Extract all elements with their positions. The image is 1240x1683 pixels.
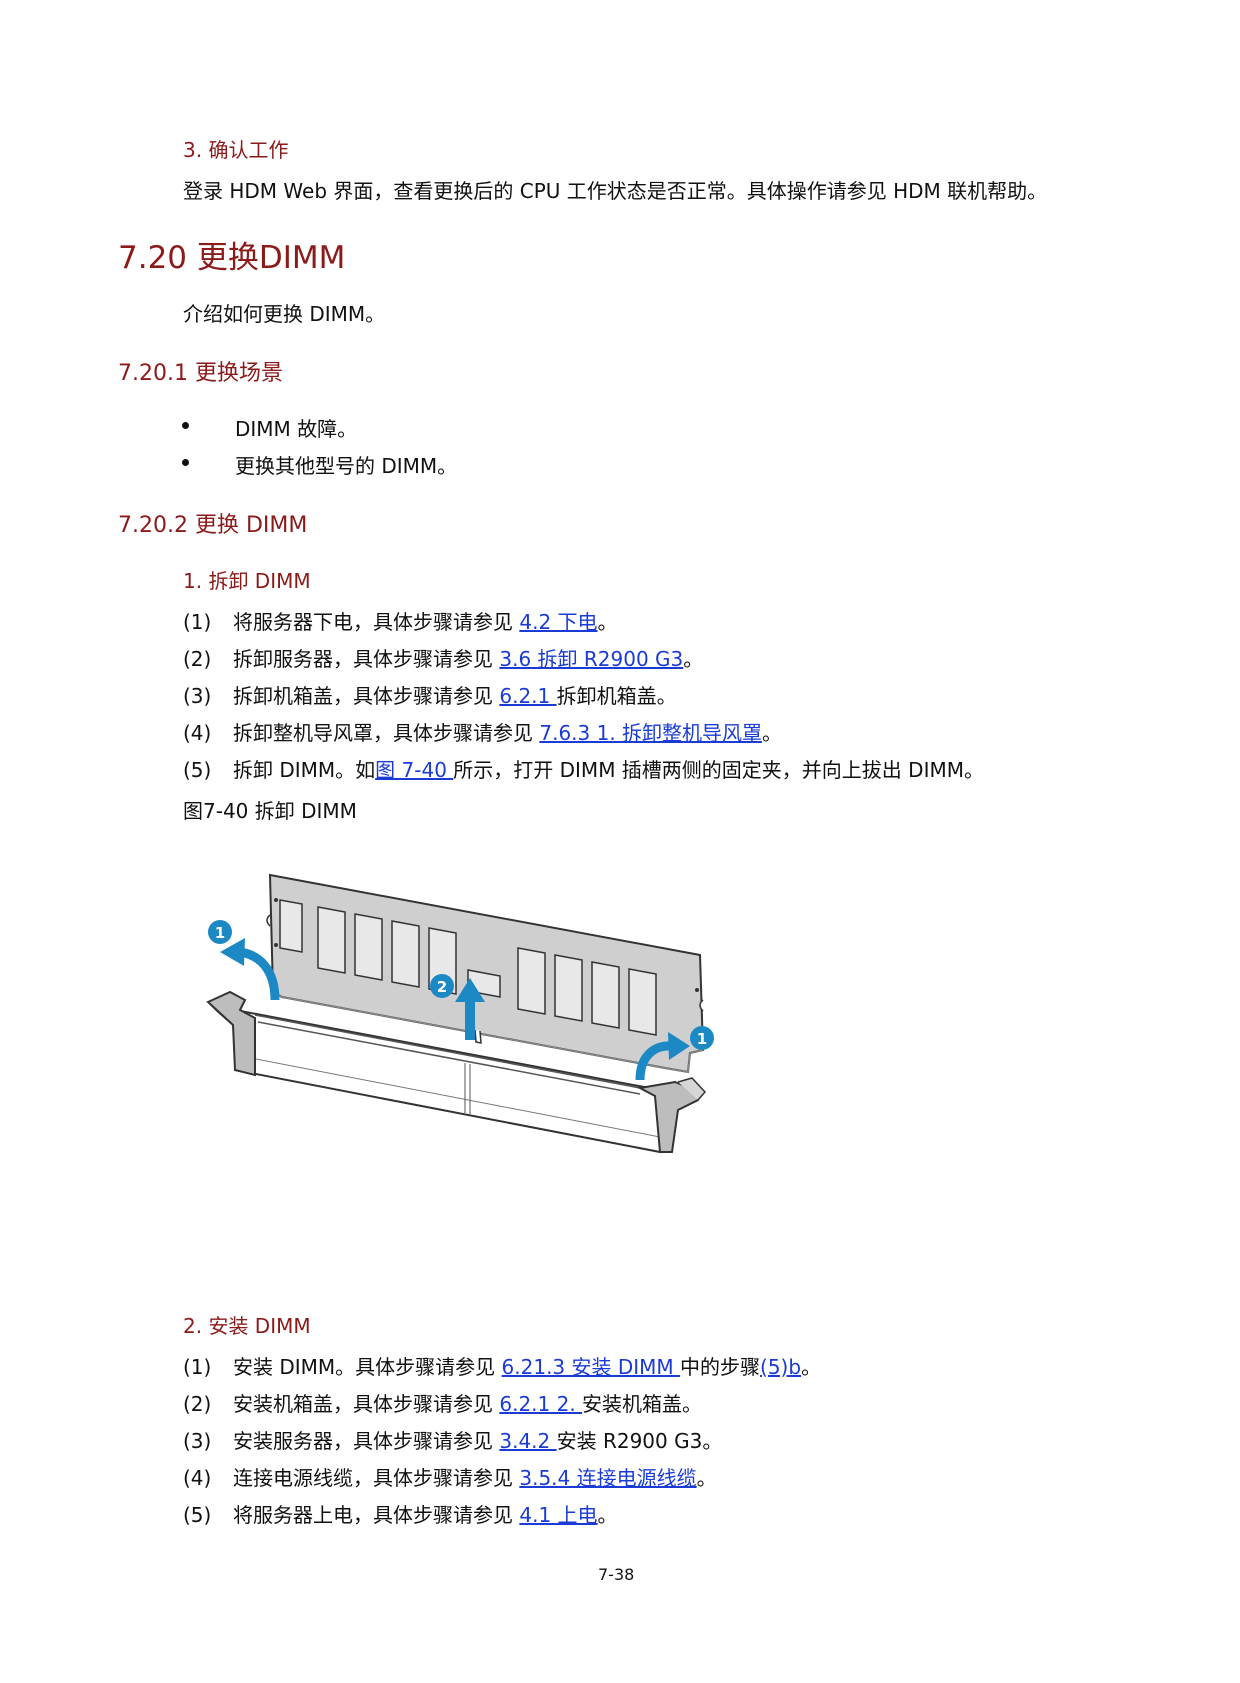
link-power-on[interactable]: 4.1 上电 — [519, 1503, 598, 1527]
install-step-3: (3) 安装服务器，具体步骤请参见 3.4.2 安装 R2900 G3。 — [183, 1425, 722, 1454]
step-text: 。 — [597, 1503, 618, 1527]
step-number: (3) — [183, 684, 212, 708]
right-latch — [636, 1077, 707, 1153]
remove-step-4: (4) 拆卸整机导风罩，具体步骤请参见 7.6.3 1. 拆卸整机导风罩。 — [183, 717, 782, 746]
section-heading-7-20-2: 7.20.2 更换 DIMM — [118, 513, 308, 538]
remove-step-3: (3) 拆卸机箱盖，具体步骤请参见 6.2.1 拆卸机箱盖。 — [183, 680, 677, 709]
step-text: 将服务器上电，具体步骤请参见 — [233, 1503, 520, 1527]
arrow-pull-up-icon — [455, 978, 485, 1040]
step-text: 。 — [801, 1355, 822, 1379]
step-text: 安装机箱盖。 — [582, 1392, 703, 1416]
paragraph-confirm: 登录 HDM Web 界面，查看更换后的 CPU 工作状态是否正常。具体操作请参… — [183, 179, 1048, 203]
install-step-1: (1) 安装 DIMM。具体步骤请参见 6.21.3 安装 DIMM 中的步骤(5… — [183, 1351, 821, 1380]
step-text: 。 — [597, 610, 618, 634]
section-heading-confirm: 3. 确认工作 — [183, 138, 289, 162]
link-install-dimm[interactable]: 6.21.3 安装 DIMM — [501, 1355, 681, 1379]
arrow-open-right-latch-icon — [635, 1032, 690, 1081]
step-number: (1) — [183, 610, 212, 634]
remove-step-2: (2) 拆卸服务器，具体步骤请参见 3.6 拆卸 R2900 G3。 — [183, 643, 703, 672]
svg-text:1: 1 — [697, 1030, 707, 1048]
step-text: 安装服务器，具体步骤请参见 — [233, 1429, 500, 1453]
link-connect-power-cables[interactable]: 3.5.4 连接电源线缆 — [519, 1466, 697, 1490]
link-install-cover[interactable]: 6.2.1 2. — [499, 1392, 583, 1416]
step-number: (4) — [183, 1466, 212, 1490]
bullet-item: 更换其他型号的 DIMM。 — [235, 454, 458, 478]
dimm-module — [266, 873, 705, 1074]
subsection-heading-install: 2. 安装 DIMM — [183, 1314, 311, 1338]
arrow-open-left-latch-icon — [220, 938, 280, 1001]
install-step-2: (2) 安装机箱盖，具体步骤请参见 6.2.1 2. 安装机箱盖。 — [183, 1388, 702, 1417]
dimm-removal-figure: 1 2 1 — [206, 873, 714, 1154]
subsection-heading-remove: 1. 拆卸 DIMM — [183, 569, 311, 593]
page-number: 7-38 — [598, 1565, 635, 1584]
step-text: 拆卸整机导风罩，具体步骤请参见 — [233, 721, 540, 745]
paragraph-intro: 介绍如何更换 DIMM。 — [183, 302, 386, 326]
svg-text:2: 2 — [437, 978, 447, 996]
step-text: 拆卸机箱盖。 — [556, 684, 677, 708]
link-power-off[interactable]: 4.2 下电 — [519, 610, 598, 634]
step-text: 拆卸 DIMM。如 — [233, 758, 376, 782]
section-heading-7-20-1: 7.20.1 更换场景 — [118, 361, 283, 386]
step-text: 拆卸机箱盖，具体步骤请参见 — [233, 684, 500, 708]
step-text: 将服务器下电，具体步骤请参见 — [233, 610, 520, 634]
link-remove-cover[interactable]: 6.2.1 — [499, 684, 557, 708]
bullet-dot — [182, 459, 189, 466]
step-text: 。 — [696, 1466, 717, 1490]
remove-step-1: (1) 将服务器下电，具体步骤请参见 4.2 下电。 — [183, 606, 618, 635]
remove-step-5: (5) 拆卸 DIMM。如图 7-40 所示，打开 DIMM 插槽两侧的固定夹，并… — [183, 754, 984, 783]
step-text: 安装 DIMM。具体步骤请参见 — [233, 1355, 502, 1379]
link-remove-server[interactable]: 3.6 拆卸 R2900 G3 — [499, 647, 684, 671]
svg-text:1: 1 — [215, 924, 225, 942]
link-remove-air-baffle[interactable]: 7.6.3 1. 拆卸整机导风罩 — [539, 721, 763, 745]
step-number: (2) — [183, 1392, 212, 1416]
step-number: (5) — [183, 758, 212, 782]
step-text: 安装 R2900 G3。 — [556, 1429, 723, 1453]
chapter-heading-7-20: 7.20 更换DIMM — [118, 240, 346, 276]
left-latch — [206, 990, 256, 1077]
bullet-dot — [182, 422, 189, 429]
callout-1-right: 1 — [690, 1026, 714, 1050]
step-number: (5) — [183, 1503, 212, 1527]
step-text: 所示，打开 DIMM 插槽两侧的固定夹，并向上拔出 DIMM。 — [453, 758, 984, 782]
link-figure-7-40[interactable]: 图 7-40 — [375, 758, 454, 782]
step-number: (3) — [183, 1429, 212, 1453]
step-number: (4) — [183, 721, 212, 745]
step-number: (2) — [183, 647, 212, 671]
bullet-item: DIMM 故障。 — [235, 417, 358, 441]
step-text: 。 — [762, 721, 783, 745]
install-step-5: (5) 将服务器上电，具体步骤请参见 4.1 上电。 — [183, 1499, 618, 1528]
callout-1-left: 1 — [208, 920, 232, 944]
link-install-server[interactable]: 3.4.2 — [499, 1429, 557, 1453]
step-number: (1) — [183, 1355, 212, 1379]
step-text: 。 — [683, 647, 704, 671]
install-step-4: (4) 连接电源线缆，具体步骤请参见 3.5.4 连接电源线缆。 — [183, 1462, 717, 1491]
callout-2: 2 — [430, 974, 454, 998]
figure-caption: 图7-40 拆卸 DIMM — [183, 799, 357, 823]
step-text: 拆卸服务器，具体步骤请参见 — [233, 647, 500, 671]
link-step-5b[interactable]: (5)b — [760, 1355, 802, 1379]
step-text: 安装机箱盖，具体步骤请参见 — [233, 1392, 500, 1416]
step-text: 连接电源线缆，具体步骤请参见 — [233, 1466, 520, 1490]
step-text: 中的步骤 — [680, 1355, 761, 1379]
